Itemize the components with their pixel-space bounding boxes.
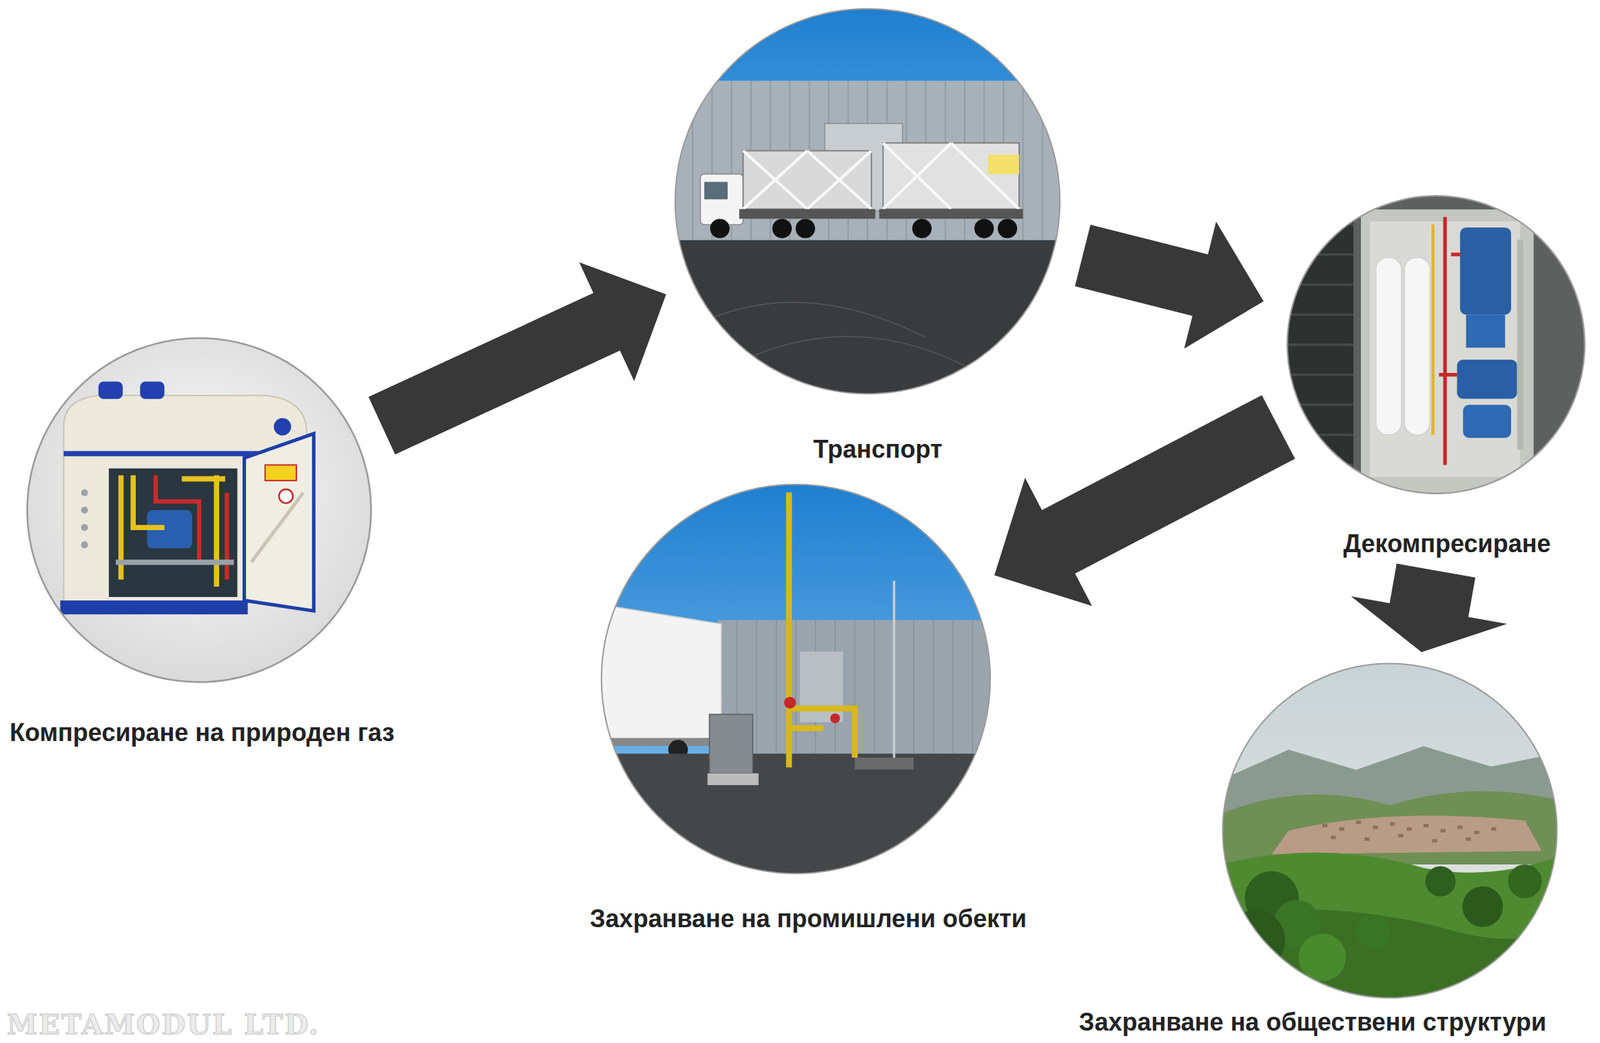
node-label: Компресиране на природен газ (9, 718, 395, 747)
block-arrow (994, 394, 1295, 606)
node-label: Декомпресиране (1342, 529, 1551, 558)
circle-outline (1285, 194, 1587, 495)
circle-shape (26, 336, 373, 683)
block-arrow (1074, 221, 1264, 349)
industrial-supply-photo (599, 482, 993, 876)
circle-outline (25, 336, 373, 684)
circle-node: Компресиране на природен газ (9, 336, 395, 747)
circle-shape (600, 483, 992, 875)
circle-shape (673, 7, 1062, 395)
town-landscape-photo (1221, 661, 1559, 1000)
decompression-photo (1285, 194, 1587, 495)
circle-node: Декомпресиране (1285, 194, 1587, 559)
compressor-photo (25, 336, 373, 684)
circle-shape (1221, 662, 1558, 999)
block-arrow (368, 262, 667, 455)
node-label: Захранване на обществени структури (1079, 1007, 1547, 1036)
circle-shape (1286, 195, 1586, 495)
truck-photo (673, 6, 1062, 396)
circle-node: Захранване на обществени структури (1079, 661, 1559, 1037)
node-label: Транспорт (813, 434, 942, 464)
circle-outline (673, 6, 1062, 396)
block-arrow (1351, 563, 1508, 653)
circle-outline (599, 482, 993, 876)
watermark: METAMODUL LTD. (6, 1007, 320, 1040)
node-label: Захранване на промишлени обекти (589, 904, 1027, 933)
circle-node: Транспорт (673, 6, 1062, 464)
circle-outline (1221, 661, 1559, 1000)
circle-node: Захранване на промишлени обекти (589, 482, 1027, 933)
